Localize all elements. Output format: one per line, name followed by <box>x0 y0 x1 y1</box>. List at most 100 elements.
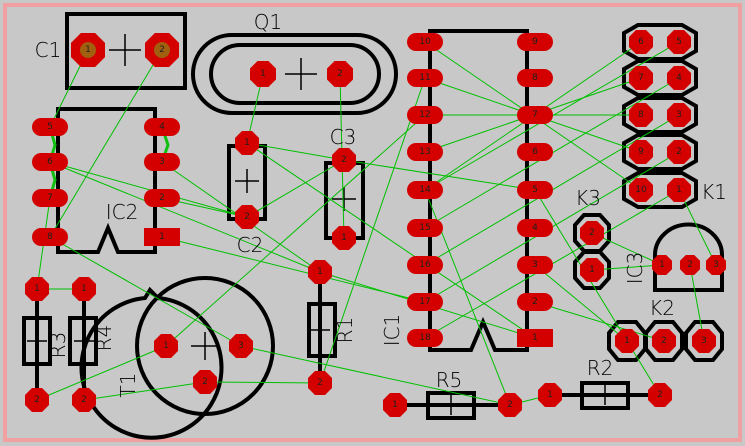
pad-ic2-7[interactable]: 7 <box>32 189 68 207</box>
pad-r1-1[interactable]: 1 <box>308 260 332 284</box>
pad-ic1-3[interactable]: 3 <box>517 256 553 274</box>
pad-ic1-5[interactable]: 5 <box>517 181 553 199</box>
pad-shape <box>250 61 276 87</box>
pad-k1-4[interactable]: 4 <box>667 66 691 90</box>
pin-number: 10 <box>635 185 647 195</box>
pad-r3-1[interactable]: 1 <box>25 277 49 301</box>
pad-k3-2[interactable]: 2 <box>580 221 604 245</box>
pin-number: 11 <box>419 73 430 83</box>
pad-ic1-15[interactable]: 15 <box>407 219 443 237</box>
pad-r3-2[interactable]: 2 <box>25 388 49 412</box>
pad-ic1-9[interactable]: 9 <box>517 33 553 51</box>
pad-ic2-1[interactable]: 1 <box>144 228 180 246</box>
k2-frame <box>644 320 684 362</box>
pin-number: 2 <box>676 147 682 157</box>
pad-c1-1[interactable]: 1 <box>71 33 105 67</box>
pin-number: 3 <box>676 110 682 120</box>
pad-c3-2[interactable]: 2 <box>332 148 356 172</box>
pad-k3-1[interactable]: 1 <box>580 258 604 282</box>
pad-shape <box>517 33 553 51</box>
pin-number: 1 <box>260 69 266 79</box>
pad-ic3-3[interactable]: 3 <box>706 255 726 275</box>
pad-shape <box>229 334 253 358</box>
pad-r1-2[interactable]: 2 <box>308 371 332 395</box>
pad-k1-6[interactable]: 6 <box>629 30 653 54</box>
pad-ic1-6[interactable]: 6 <box>517 143 553 161</box>
pad-r4-2[interactable]: 2 <box>72 388 96 412</box>
pad-shape <box>652 255 672 275</box>
pin-number: 8 <box>532 73 538 83</box>
pad-ic2-2[interactable]: 2 <box>144 189 180 207</box>
pad-ic1-18[interactable]: 18 <box>407 329 443 347</box>
pad-k1-7[interactable]: 7 <box>629 66 653 90</box>
pad-r5-2[interactable]: 2 <box>498 393 522 417</box>
k3-frame <box>573 250 611 290</box>
pad-c2-2[interactable]: 2 <box>235 205 259 229</box>
pad-ic3-2[interactable]: 2 <box>680 255 700 275</box>
pin-number: 4 <box>159 122 165 132</box>
pad-shape <box>407 219 443 237</box>
pad-r4-1[interactable]: 1 <box>72 277 96 301</box>
pad-ic1-4[interactable]: 4 <box>517 219 553 237</box>
pad-k1-3[interactable]: 3 <box>667 103 691 127</box>
pad-t1-2[interactable]: 2 <box>193 370 217 394</box>
pad-c2-1[interactable]: 1 <box>235 131 259 155</box>
pad-r2-2[interactable]: 2 <box>648 383 672 407</box>
center-cross-icon <box>74 331 94 351</box>
pad-ic1-2[interactable]: 2 <box>517 293 553 311</box>
ratsnest-line <box>319 77 426 384</box>
pad-shape <box>235 205 259 229</box>
pad-shape <box>629 30 653 54</box>
pad-q1-2[interactable]: 2 <box>327 61 353 87</box>
pad-ic1-10[interactable]: 10 <box>407 33 443 51</box>
ref-label-k1: K1 <box>701 180 727 204</box>
pin-number: 10 <box>419 37 431 47</box>
pad-r5-1[interactable]: 1 <box>383 393 407 417</box>
pad-k2-1[interactable]: 1 <box>615 329 639 353</box>
pin-number: 1 <box>532 333 538 343</box>
pad-k1-5[interactable]: 5 <box>667 30 691 54</box>
pad-k2-2[interactable]: 2 <box>652 329 676 353</box>
pad-t1-1[interactable]: 1 <box>154 334 178 358</box>
pad-k1-2[interactable]: 2 <box>667 140 691 164</box>
ratsnest-line <box>36 345 167 401</box>
ref-label-k2: K2 <box>649 296 675 320</box>
pad-c1-2[interactable]: 2 <box>145 33 179 67</box>
pin-number: 6 <box>638 37 644 47</box>
pad-ic1-12[interactable]: 12 <box>407 106 443 124</box>
pad-k1-10[interactable]: 10 <box>629 178 653 202</box>
pad-ic1-17[interactable]: 17 <box>407 293 443 311</box>
q1-inner <box>209 43 381 105</box>
ref-label-q1: Q1 <box>254 10 282 34</box>
pad-shape <box>25 388 49 412</box>
pad-ic3-1[interactable]: 1 <box>652 255 672 275</box>
pad-ic1-1[interactable]: 1 <box>517 329 553 347</box>
pad-ic2-3[interactable]: 3 <box>144 153 180 171</box>
ic3-body <box>653 222 724 292</box>
pad-t1-3[interactable]: 3 <box>229 334 253 358</box>
pad-q1-1[interactable]: 1 <box>250 61 276 87</box>
pad-shape <box>648 383 672 407</box>
pad-k1-9[interactable]: 9 <box>629 140 653 164</box>
pad-ic1-16[interactable]: 16 <box>407 256 443 274</box>
pad-shape <box>144 189 180 207</box>
pad-ic2-6[interactable]: 6 <box>32 153 68 171</box>
pad-ic1-13[interactable]: 13 <box>407 143 443 161</box>
pad-ic2-8[interactable]: 8 <box>32 228 68 246</box>
pad-r2-1[interactable]: 1 <box>538 383 562 407</box>
pad-ic1-11[interactable]: 11 <box>407 69 443 87</box>
pad-c3-1[interactable]: 1 <box>332 226 356 250</box>
pad-ic1-8[interactable]: 8 <box>517 69 553 87</box>
pad-ic1-14[interactable]: 14 <box>407 181 443 199</box>
ref-label-c3: C3 <box>330 125 357 149</box>
pad-ic2-4[interactable]: 4 <box>144 118 180 136</box>
pad-shape <box>72 388 96 412</box>
pad-k1-8[interactable]: 8 <box>629 103 653 127</box>
pin-number: 2 <box>159 193 165 203</box>
pad-ic2-5[interactable]: 5 <box>32 118 68 136</box>
pad-ic1-7[interactable]: 7 <box>517 106 553 124</box>
pad-k2-3[interactable]: 3 <box>692 329 716 353</box>
pad-k1-1[interactable]: 1 <box>667 178 691 202</box>
